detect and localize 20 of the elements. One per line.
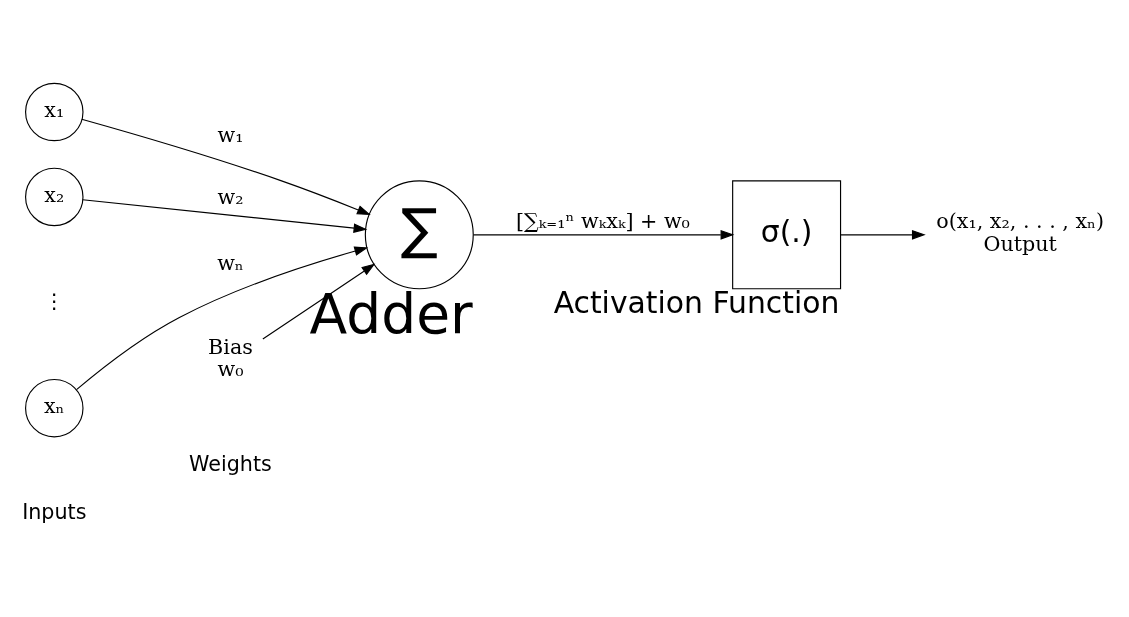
edge-label: [∑ₖ₌₁ⁿ wₖxₖ] + w₀ [516, 208, 690, 233]
node-circle: ∑ [364, 179, 474, 289]
label: Weights [189, 451, 272, 476]
edge-label: wₙ [217, 250, 244, 275]
label: ⋮ [43, 288, 65, 313]
arrow [262, 263, 376, 340]
node-circle: x₂ [25, 167, 84, 226]
node-circle: x₁ [25, 82, 84, 141]
node-box: σ(.) [732, 179, 842, 289]
edge-label: w₂ [217, 184, 244, 209]
arrow [472, 229, 735, 240]
arrow [82, 198, 368, 233]
node-text: o(x₁, x₂, . . . , xₙ) Output [936, 208, 1105, 256]
arrow [81, 118, 371, 215]
edge-label: w₁ [217, 122, 244, 147]
arrow [840, 229, 926, 240]
node-text: Bias w₀ [208, 334, 253, 381]
arrow [75, 245, 369, 390]
label: Inputs [22, 499, 87, 524]
node-circle: xₙ [25, 378, 84, 437]
